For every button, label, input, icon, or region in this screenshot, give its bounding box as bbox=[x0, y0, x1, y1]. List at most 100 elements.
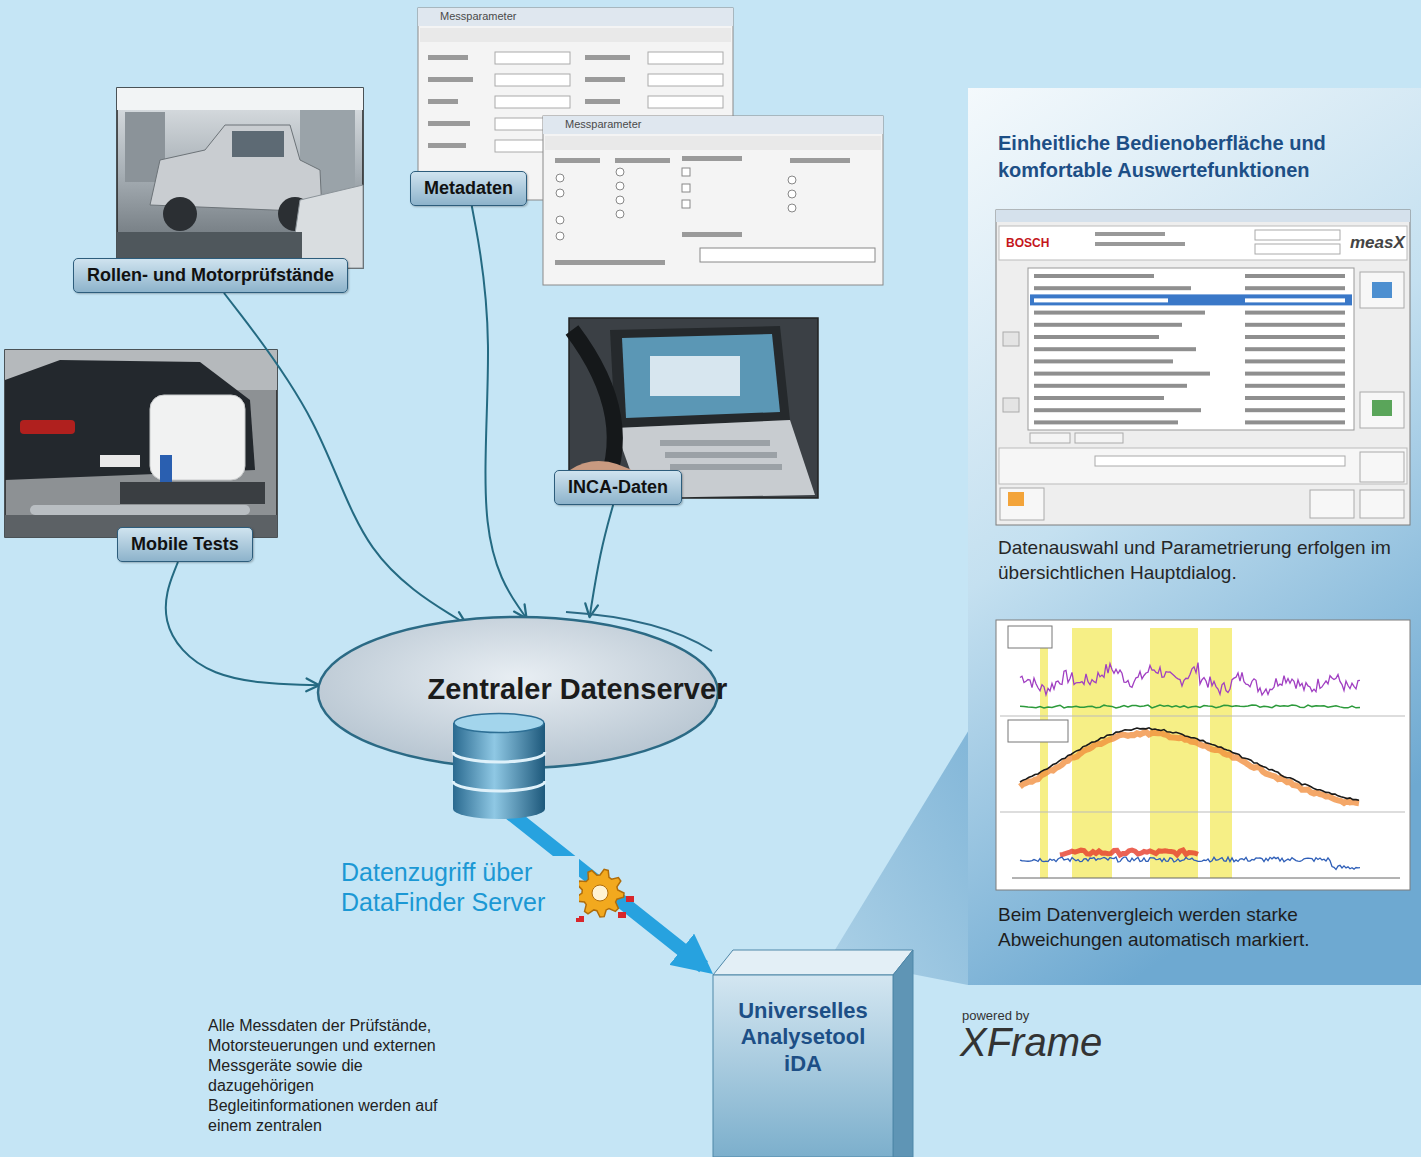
metadata-window bbox=[585, 99, 620, 104]
main-dialog-screenshot bbox=[1095, 456, 1345, 466]
comparison-chart bbox=[1060, 850, 1198, 855]
main-dialog-screenshot bbox=[1360, 272, 1404, 308]
mobile-test-photo bbox=[5, 350, 277, 537]
main-dialog-screenshot bbox=[1245, 311, 1345, 315]
main-dialog-screenshot bbox=[1028, 268, 1354, 430]
mobile-test-photo bbox=[5, 350, 277, 537]
window-title: Messparameter bbox=[565, 118, 641, 130]
main-dialog-screenshot bbox=[1034, 274, 1154, 278]
main-dialog-screenshot bbox=[1360, 392, 1404, 428]
comparison-chart bbox=[1040, 628, 1048, 878]
inca-laptop-photo bbox=[660, 440, 770, 446]
metadata-window bbox=[420, 28, 731, 42]
metadata-window bbox=[543, 116, 883, 285]
metadata-window bbox=[648, 74, 723, 86]
main-dialog-screenshot bbox=[1034, 286, 1191, 290]
gear-icon bbox=[576, 869, 624, 917]
metadata-window bbox=[495, 96, 570, 108]
test-bench-photo bbox=[117, 88, 363, 268]
main-dialog-screenshot bbox=[1034, 323, 1182, 327]
database-icon bbox=[453, 781, 545, 791]
source-label-tab: Rollen- und Motorprüfstände bbox=[73, 258, 348, 293]
main-dialog-screenshot bbox=[1030, 433, 1070, 443]
comparison-chart bbox=[1020, 732, 1359, 803]
gear-icon bbox=[576, 916, 584, 922]
inca-laptop-photo bbox=[650, 356, 740, 396]
main-dialog-screenshot bbox=[1255, 244, 1340, 254]
metadata-window bbox=[543, 116, 883, 285]
main-dialog-screenshot bbox=[999, 448, 1407, 484]
source-label-tab: INCA-Daten bbox=[554, 470, 682, 505]
gear-icon bbox=[566, 869, 634, 922]
main-dialog-screenshot bbox=[1255, 230, 1340, 240]
window-title: Messparameter bbox=[440, 10, 516, 22]
database-icon bbox=[453, 752, 545, 762]
metadata-window bbox=[543, 116, 883, 134]
main-dialog-screenshot bbox=[1000, 488, 1044, 520]
main-dialog-screenshot bbox=[1245, 335, 1345, 339]
gear-icon bbox=[566, 900, 574, 906]
node-title: Mobile Tests bbox=[131, 534, 239, 555]
powered-by-note: powered by bbox=[962, 1008, 1029, 1023]
server-ellipse-outline bbox=[316, 615, 720, 770]
data-server-ellipse: Zentraler Datenserver bbox=[316, 615, 839, 770]
metadata-window bbox=[616, 196, 624, 204]
main-dialog-screenshot bbox=[1372, 400, 1392, 416]
metadata-window bbox=[682, 200, 690, 208]
main-dialog-screenshot bbox=[1360, 490, 1404, 518]
main-dialog-screenshot bbox=[1034, 372, 1210, 376]
mobile-test-photo bbox=[160, 455, 172, 485]
main-dialog-screenshot bbox=[1034, 298, 1168, 302]
test-bench-photo bbox=[117, 88, 363, 268]
main-dialog-screenshot bbox=[1034, 359, 1173, 363]
metadata-window bbox=[682, 156, 742, 161]
mobile-test-photo bbox=[120, 482, 265, 504]
inca-laptop-photo bbox=[615, 420, 815, 498]
node-title: INCA-Daten bbox=[568, 477, 668, 498]
panel-ground bbox=[968, 88, 1421, 985]
metadata-window bbox=[648, 52, 723, 64]
comparison-chart bbox=[1000, 812, 1405, 813]
inca-laptop-photo bbox=[569, 318, 818, 498]
metadata-window bbox=[555, 158, 600, 163]
comparison-chart bbox=[1008, 720, 1068, 742]
main-dialog-screenshot bbox=[1034, 396, 1164, 400]
gear-icon bbox=[592, 885, 608, 901]
comparison-chart bbox=[1000, 716, 1405, 717]
tool-cube-outline bbox=[713, 950, 913, 975]
mobile-test-photo bbox=[5, 360, 255, 480]
comparison-chart bbox=[1020, 728, 1359, 800]
main-dialog-screenshot bbox=[1034, 408, 1201, 412]
main-dialog-screenshot bbox=[1245, 408, 1345, 412]
metadata-window bbox=[555, 156, 850, 265]
inca-laptop-photo bbox=[569, 318, 818, 498]
comparison-chart bbox=[1020, 663, 1360, 695]
node-title: Zentraler Datenserver bbox=[316, 673, 839, 706]
server-ellipse-outline bbox=[318, 617, 718, 768]
metadata-window bbox=[495, 52, 570, 64]
metadata-window bbox=[682, 184, 690, 192]
metadata-window bbox=[700, 248, 875, 262]
main-dialog-screenshot bbox=[1095, 242, 1185, 246]
metadata-window bbox=[556, 168, 875, 262]
metadata-window bbox=[428, 121, 470, 126]
data-access-arrow bbox=[500, 767, 704, 967]
database-icon bbox=[453, 713, 545, 821]
inca-laptop-photo bbox=[660, 440, 782, 470]
metadata-window bbox=[556, 189, 564, 197]
tool-cube-outline bbox=[893, 950, 913, 1157]
test-bench-photo bbox=[232, 131, 284, 157]
inca-laptop-photo bbox=[670, 464, 782, 470]
main-dialog-screenshot bbox=[1245, 420, 1345, 424]
main-dialog-screenshot bbox=[1075, 433, 1123, 443]
description-text: Alle Messdaten der Prüfstände, Motorsteu… bbox=[208, 1016, 448, 1136]
main-dialog-screenshot bbox=[996, 210, 1410, 222]
metadata-window bbox=[682, 232, 742, 237]
metadata-window bbox=[428, 55, 468, 60]
main-dialog-screenshot bbox=[1095, 232, 1165, 236]
tool-cube-outline bbox=[713, 975, 893, 1157]
comparison-chart bbox=[1008, 626, 1052, 648]
database-icon bbox=[453, 799, 545, 819]
